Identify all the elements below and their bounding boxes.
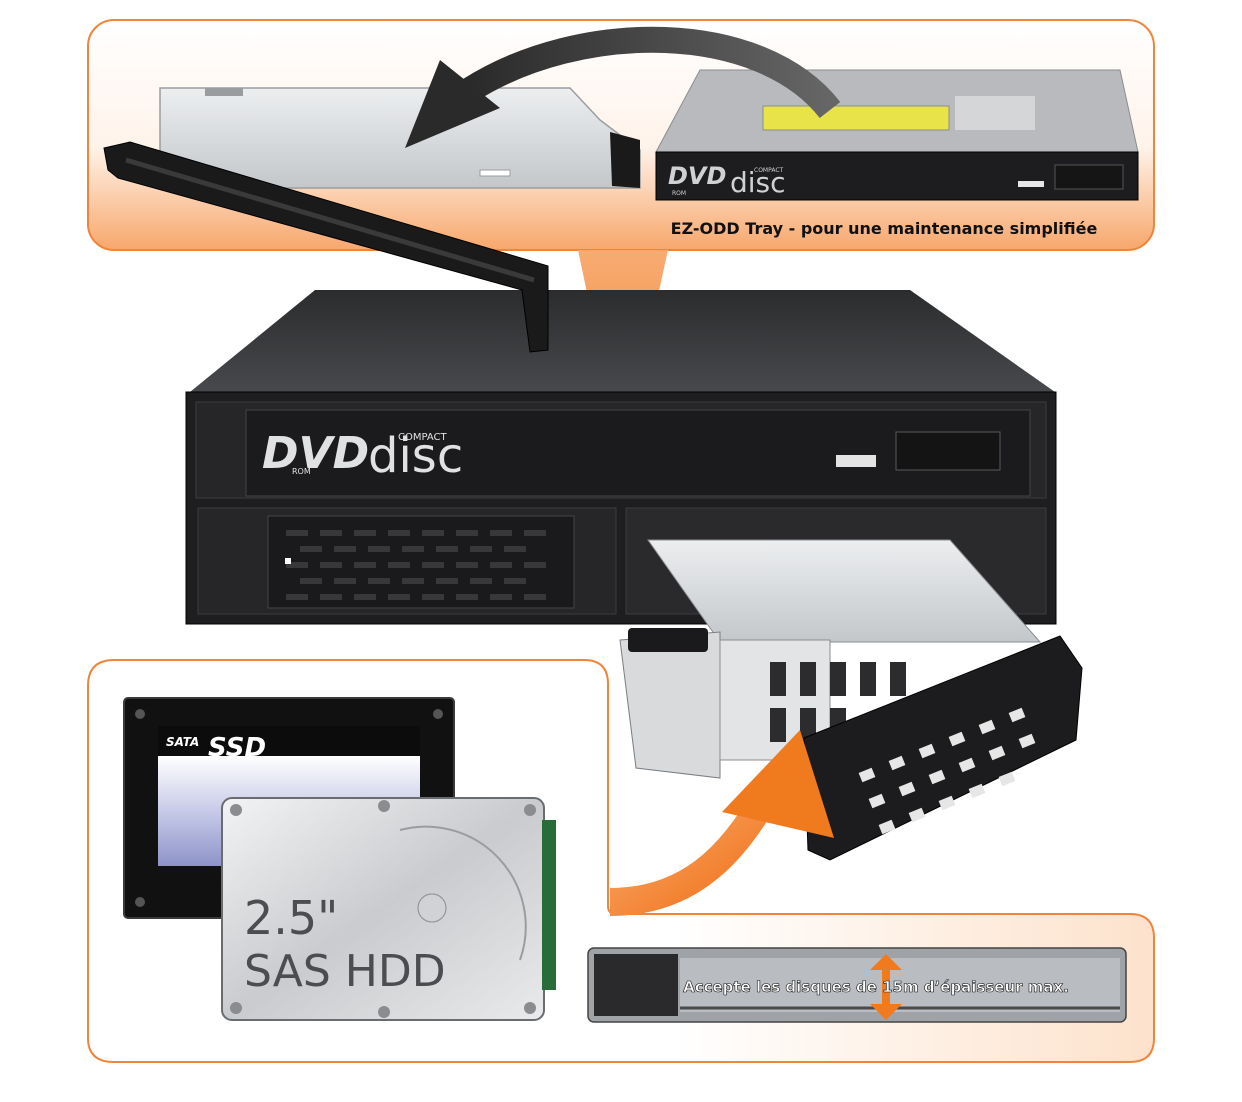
odd-compact-label: COMPACT (754, 167, 784, 174)
odd-rom-label: ROM (672, 190, 686, 197)
odd-tray-caption: EZ-ODD Tray - pour une maintenance simpl… (671, 219, 1098, 238)
ssd-type-label: SSD (208, 733, 266, 763)
insert-arrow-head-icon (722, 730, 834, 838)
thickness-caption: Accepte les disques de 15m d’épaisseur m… (683, 978, 1069, 996)
tray-handle[interactable] (103, 132, 640, 353)
dvd-logo: DVD (262, 428, 369, 479)
rom-label: ROM (292, 467, 311, 476)
disc-label: disc (368, 428, 463, 484)
hdd-type-label: SAS HDD (244, 946, 446, 997)
drive-display (895, 431, 1001, 471)
sas-hdd: 2.5" SAS HDD (221, 797, 556, 1021)
odd-dvd-logo: DVD (668, 162, 726, 190)
compact-label: COMPACT (398, 432, 448, 443)
hdd-tray[interactable] (619, 539, 1083, 861)
tray-side-view: Accepte les disques de 15m d’épaisseur m… (587, 947, 1127, 1023)
hdd-size-label: 2.5" (244, 891, 338, 945)
ssd-interface-label: SATA (166, 735, 199, 749)
arrow-head-icon (405, 60, 500, 148)
curved-arrow-icon (463, 26, 841, 119)
slim-optical-drive: DVD ROM COMPACT disc (655, 69, 1139, 201)
double-arrow-icon (870, 954, 902, 1020)
odd-disc-label: disc (730, 166, 786, 199)
eject-button[interactable] (836, 455, 876, 467)
